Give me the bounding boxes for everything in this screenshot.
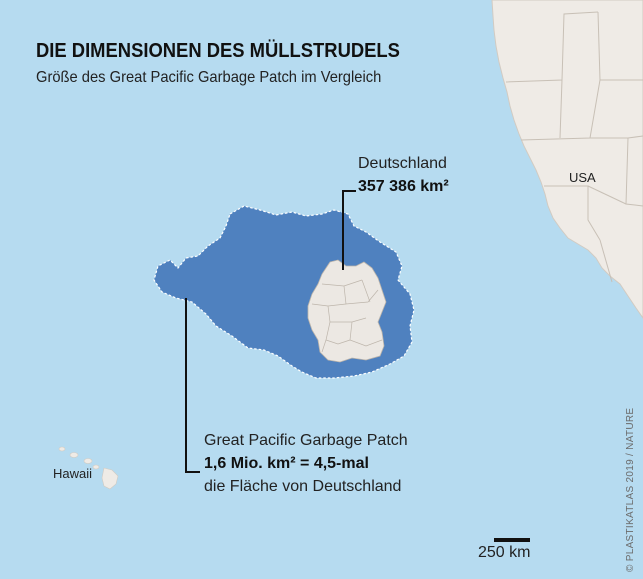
scale-bar [494,538,530,542]
credit-text: © PLASTIKATLAS 2019 / NATURE [625,407,636,572]
garbage-patch-leader-line [185,298,200,473]
germany-leader-line [342,190,356,270]
state-borders [505,11,643,283]
garbage-patch-label: Great Pacific Garbage Patch [204,432,408,449]
germany-state-borders [311,279,383,353]
hawaii-islands [58,446,119,490]
map-title: DIE DIMENSIONEN DES MÜLLSTRUDELS [36,40,400,62]
scale-bar-label: 250 km [478,544,531,561]
garbage-patch-comparison-label: die Fläche von Deutschland [204,478,402,495]
germany-area-label: 357 386 km² [358,178,449,195]
hawaii-label: Hawaii [53,466,93,481]
map-subtitle: Größe des Great Pacific Garbage Patch im… [36,69,382,86]
germany-label: Deutschland [358,155,447,172]
garbage-patch-area-label: 1,6 Mio. km² = 4,5-mal [204,455,369,472]
germany-area [307,259,387,363]
usa-label: USA [569,170,596,185]
